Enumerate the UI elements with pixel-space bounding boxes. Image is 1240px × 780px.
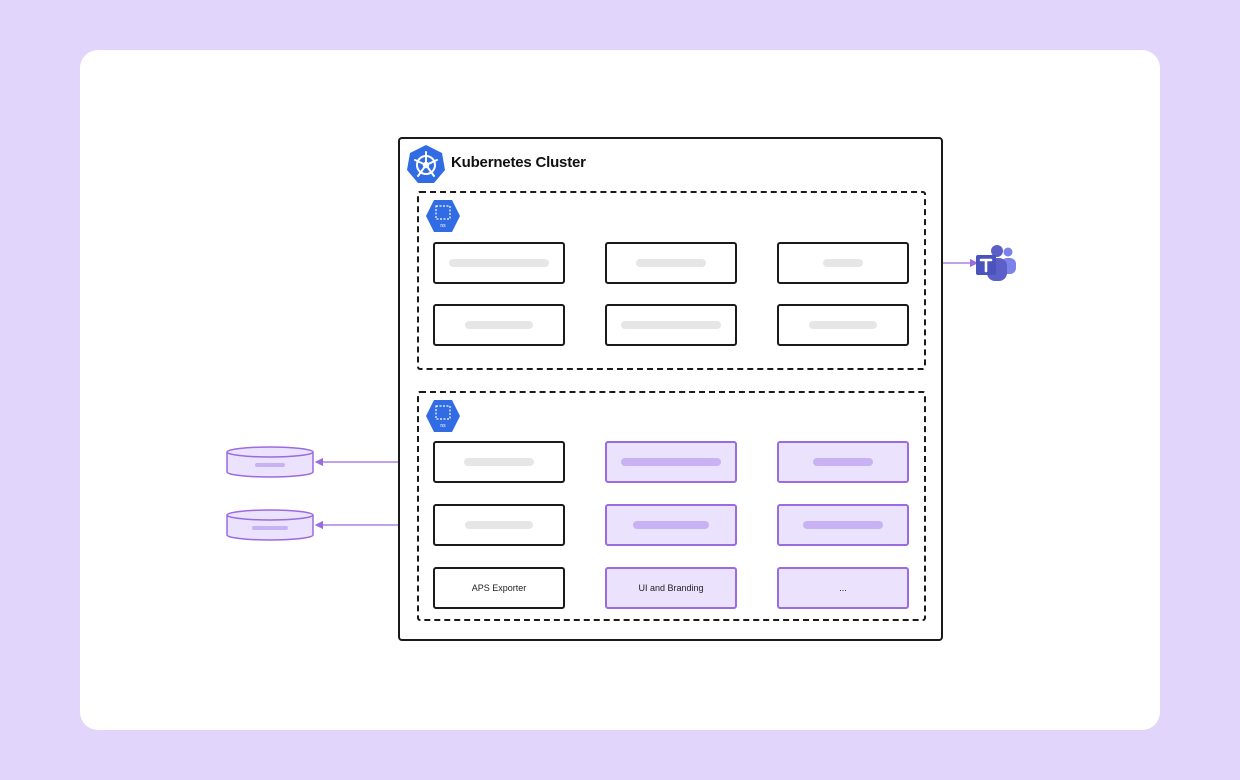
redacted-label xyxy=(464,458,534,466)
database-icon xyxy=(226,509,314,541)
service-box-highlight xyxy=(605,441,737,483)
svg-text:ns: ns xyxy=(440,423,446,429)
service-box xyxy=(605,242,737,284)
service-box xyxy=(777,242,909,284)
service-box xyxy=(777,304,909,346)
service-box-highlight xyxy=(777,441,909,483)
service-box xyxy=(433,441,565,483)
kubernetes-cluster xyxy=(398,137,943,641)
ui-branding-box: UI and Branding xyxy=(605,567,737,609)
redacted-label xyxy=(621,321,721,329)
database-icon xyxy=(226,446,314,478)
redacted-label xyxy=(465,321,533,329)
redacted-label xyxy=(813,458,873,466)
svg-text:ns: ns xyxy=(440,223,446,229)
hub-service-box xyxy=(605,304,737,346)
redacted-label xyxy=(465,521,533,529)
service-box-highlight xyxy=(605,504,737,546)
namespace-icon: ns xyxy=(426,400,460,432)
namespace-top xyxy=(417,191,926,370)
service-box xyxy=(433,304,565,346)
service-box xyxy=(433,504,565,546)
namespace-bottom xyxy=(417,391,926,621)
aps-exporter-box: APS Exporter xyxy=(433,567,565,609)
redacted-label xyxy=(633,521,709,529)
kubernetes-icon xyxy=(407,145,445,183)
namespace-icon: ns xyxy=(426,200,460,232)
cluster-title: Kubernetes Cluster xyxy=(451,154,586,171)
redacted-label xyxy=(803,521,883,529)
redacted-label xyxy=(449,259,549,267)
redacted-label xyxy=(823,259,863,267)
more-services-box: ... xyxy=(777,567,909,609)
redacted-label xyxy=(621,458,721,466)
redacted-label xyxy=(636,259,706,267)
redacted-label xyxy=(809,321,877,329)
service-box xyxy=(433,242,565,284)
microsoft-teams-icon xyxy=(976,245,1016,281)
service-box-highlight xyxy=(777,504,909,546)
